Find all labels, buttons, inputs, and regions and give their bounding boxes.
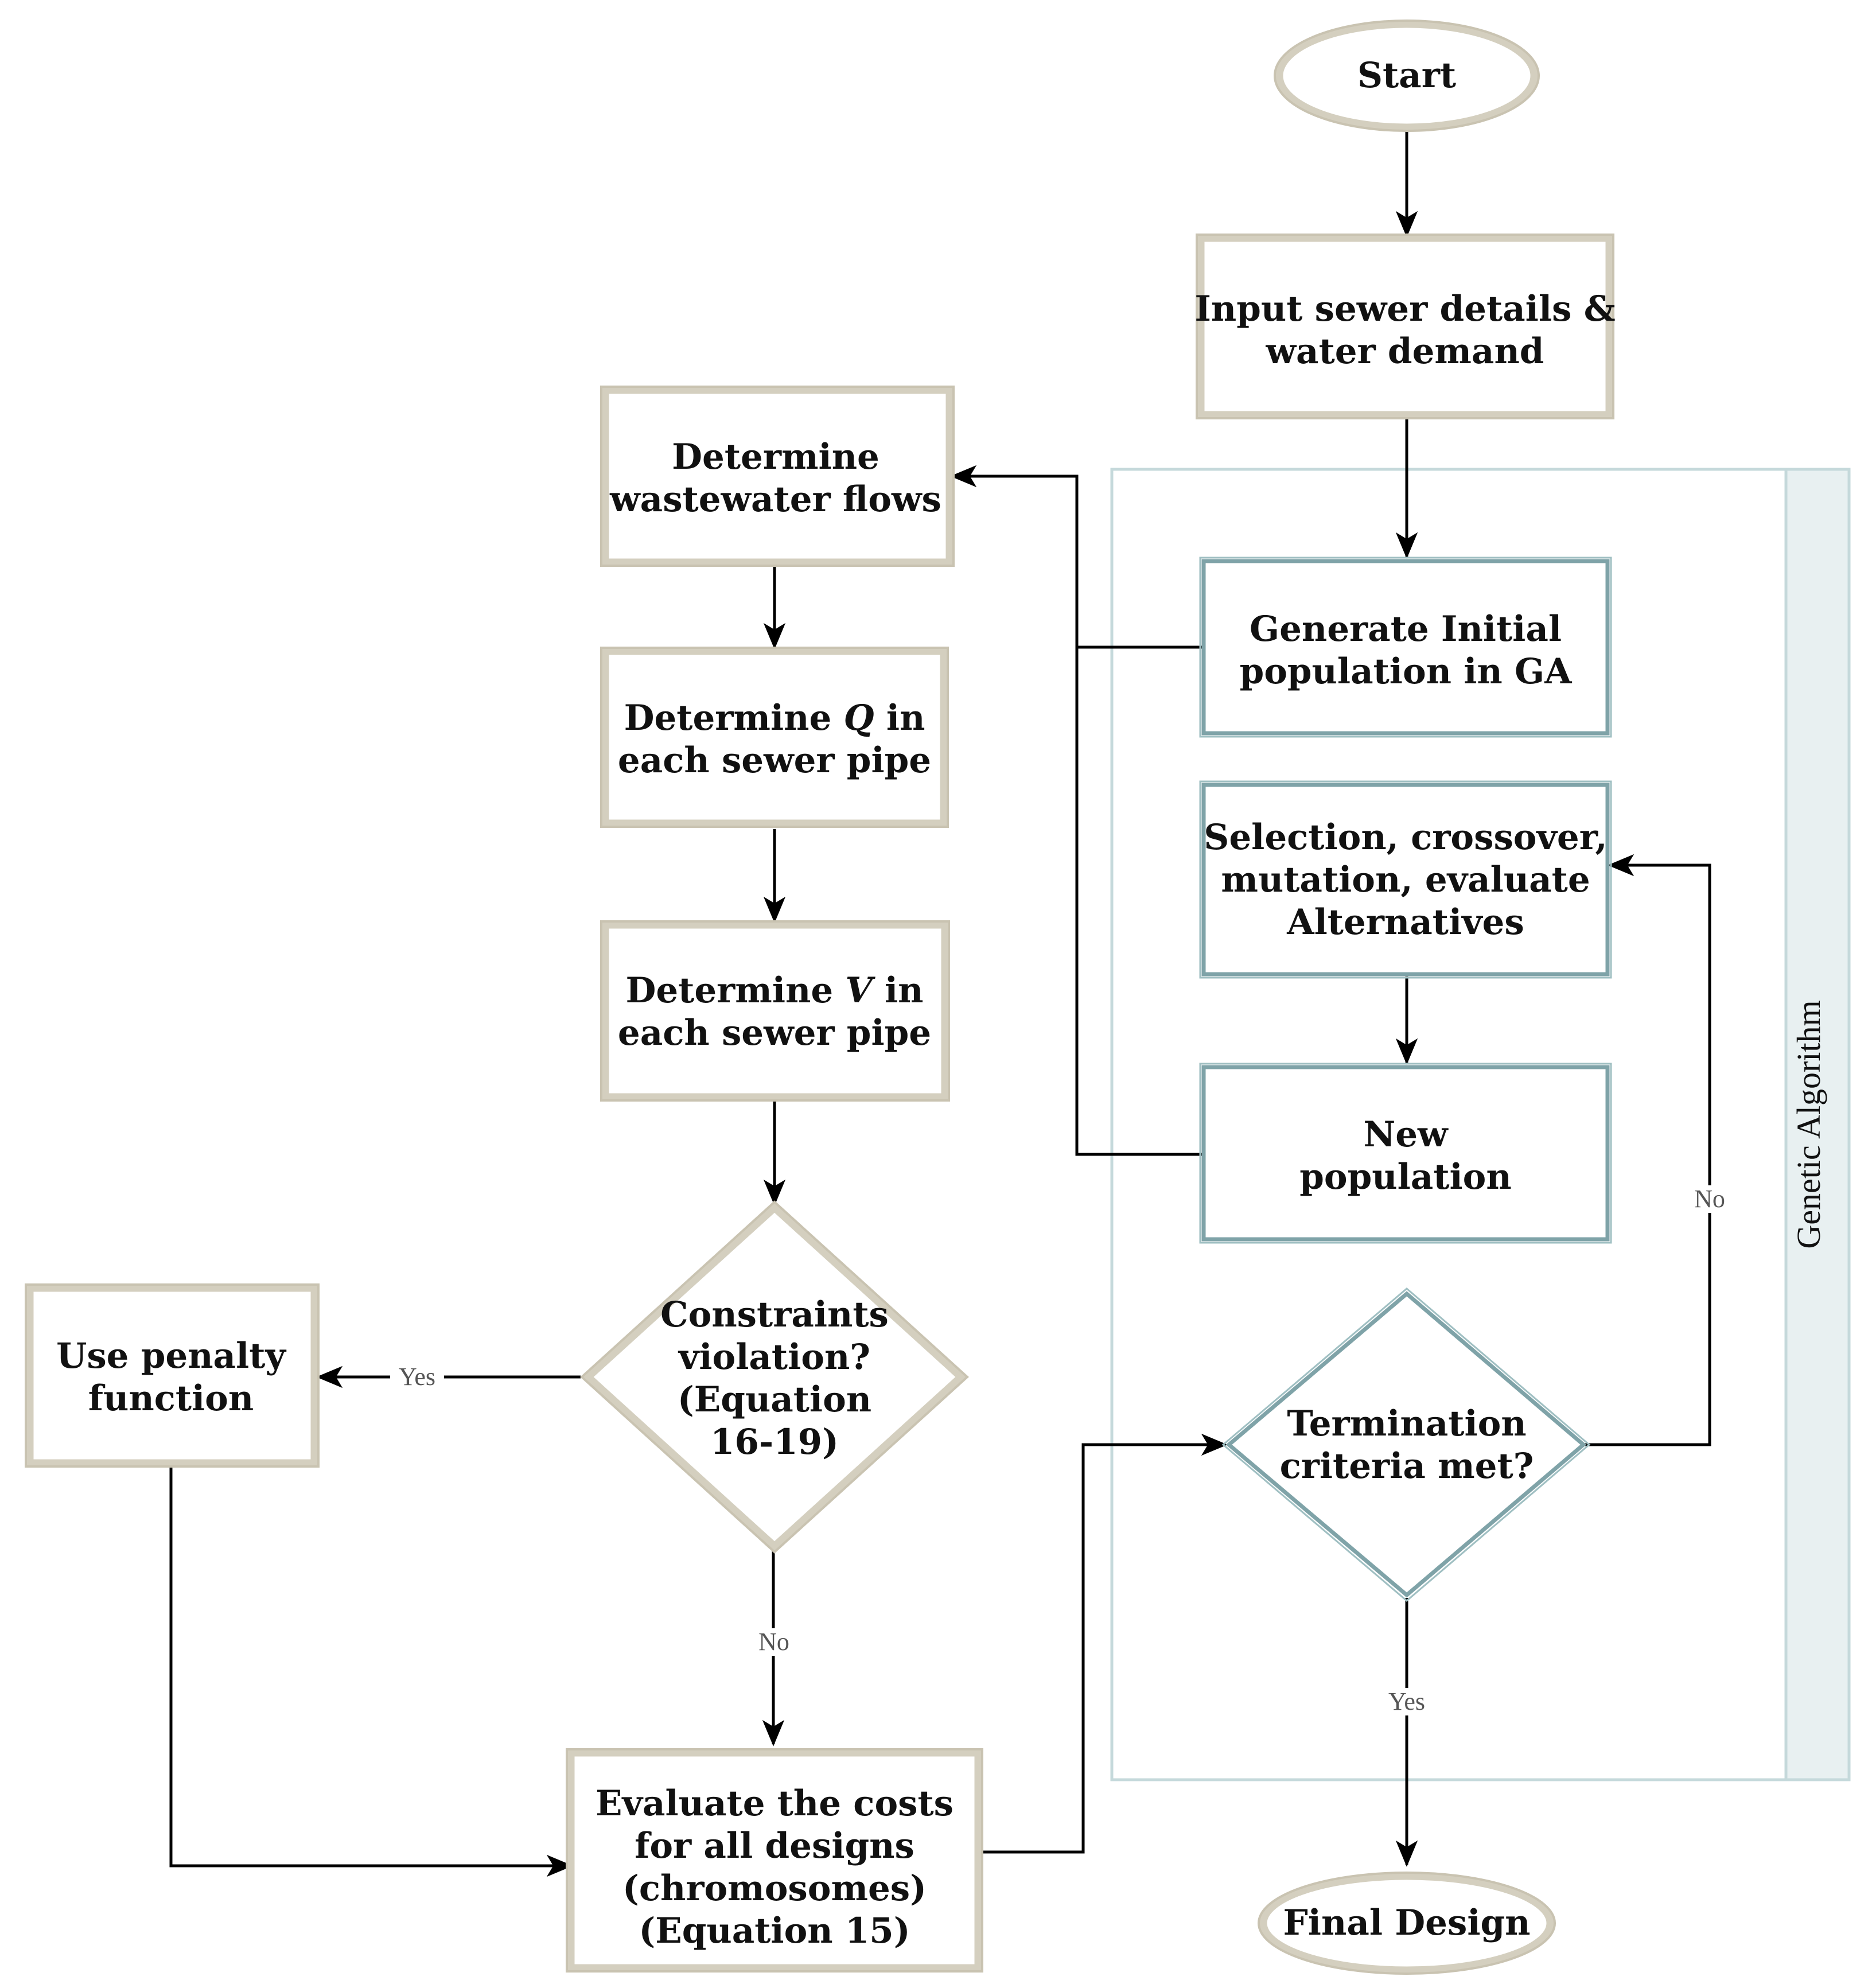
node-evaluate-line-3: (chromosomes): [622, 1868, 927, 1909]
node-termination-line-2: criteria met?: [1280, 1446, 1534, 1487]
node-wastewater-line-1: Determine: [672, 437, 879, 477]
edge-label-bg: [1380, 1688, 1433, 1715]
node-new-population-line-1: New: [1363, 1114, 1449, 1155]
node-determine-v-symbol: V: [845, 970, 875, 1011]
node-determine-q-prefix: Determine: [624, 698, 844, 738]
node-determine-v-line-1: Determine V in: [625, 970, 923, 1011]
node-constraints-line-1: Constraints: [660, 1294, 889, 1335]
edge-label-bg: [390, 1364, 444, 1391]
edge-label-yes-final: Yes: [1388, 1687, 1425, 1715]
node-determine-v-line-2: each sewer pipe: [618, 1013, 931, 1053]
node-constraints-line-2: violation?: [678, 1337, 870, 1378]
node-determine-v: Determine V in each sewer pipe: [600, 920, 950, 1102]
edge-label-bg: [1687, 1185, 1733, 1213]
node-final-label: Final Design: [1283, 1903, 1531, 1943]
node-start-label: Start: [1357, 55, 1456, 96]
node-evaluate: Evaluate the costs for all designs (chro…: [566, 1748, 983, 1973]
node-wastewater: Determine wastewater flows: [600, 386, 955, 567]
node-determine-q: Determine Q in each sewer pipe: [600, 647, 949, 828]
node-termination: Termination criteria met?: [1221, 1287, 1591, 1602]
connectors: [169, 131, 1711, 1877]
node-penalty: Use penalty function: [25, 1283, 320, 1468]
group-label: Genetic Algorithm: [1790, 1000, 1827, 1248]
node-generate-line-2: population in GA: [1240, 651, 1573, 692]
edge-label-bg: [751, 1628, 797, 1656]
node-penalty-line-1: Use penalty: [56, 1336, 286, 1376]
node-selection: Selection, crossover, mutation, evaluate…: [1199, 780, 1612, 979]
node-wastewater-line-2: wastewater flows: [609, 479, 941, 520]
node-determine-q-line-1: Determine Q in: [624, 698, 925, 738]
nodes: Start Input sewer details & water demand…: [25, 20, 1616, 1975]
node-input-line-1: Input sewer details &: [1194, 289, 1615, 329]
node-constraints-line-4: 16-19): [710, 1422, 839, 1462]
node-selection-line-3: Alternatives: [1286, 902, 1524, 943]
node-determine-q-symbol: Q: [844, 698, 874, 738]
node-final: Final Design: [1258, 1872, 1556, 1975]
node-penalty-line-2: function: [88, 1378, 254, 1419]
node-new-population: New population: [1199, 1063, 1612, 1244]
edge-label-no-evaluate: No: [758, 1628, 789, 1656]
edge-label-yes-penalty: Yes: [399, 1363, 435, 1391]
node-termination-line-1: Termination: [1287, 1403, 1526, 1444]
node-constraints-line-3: (Equation: [678, 1379, 871, 1420]
node-determine-q-suffix: in: [874, 698, 925, 738]
edge-labels: Yes No No Yes: [390, 1185, 1733, 1715]
node-determine-v-prefix: Determine: [625, 970, 845, 1011]
node-input: Input sewer details & water demand: [1194, 234, 1616, 419]
node-generate-line-1: Generate Initial: [1250, 609, 1562, 649]
group-label-band: [1784, 468, 1851, 1781]
edge-termination-to-selection: [1583, 854, 1711, 1446]
node-start: Start: [1274, 20, 1540, 132]
node-evaluate-line-4: (Equation 15): [639, 1911, 910, 1951]
node-selection-line-2: mutation, evaluate: [1221, 859, 1590, 900]
node-selection-line-1: Selection, crossover,: [1204, 817, 1607, 858]
node-evaluate-line-2: for all designs: [635, 1826, 914, 1866]
node-new-population-line-2: population: [1299, 1157, 1511, 1197]
node-constraints: Constraints violation? (Equation 16-19): [580, 1200, 969, 1554]
edge-evaluate-to-termination: [982, 1433, 1228, 1854]
genetic-algorithm-group: Genetic Algorithm: [1110, 468, 1851, 1781]
edge-penalty-to-evaluate: [169, 1466, 573, 1877]
node-evaluate-line-1: Evaluate the costs: [596, 1783, 954, 1824]
node-determine-v-suffix: in: [873, 970, 924, 1011]
node-generate: Generate Initial population in GA: [1199, 557, 1612, 738]
edge-new-population-to-wastewater: [1075, 647, 1204, 1156]
node-input-line-2: water demand: [1266, 331, 1544, 372]
edge-generate-to-wastewater: [950, 465, 1204, 649]
edge-label-no-loop: No: [1694, 1185, 1725, 1213]
node-determine-q-line-2: each sewer pipe: [618, 740, 931, 781]
